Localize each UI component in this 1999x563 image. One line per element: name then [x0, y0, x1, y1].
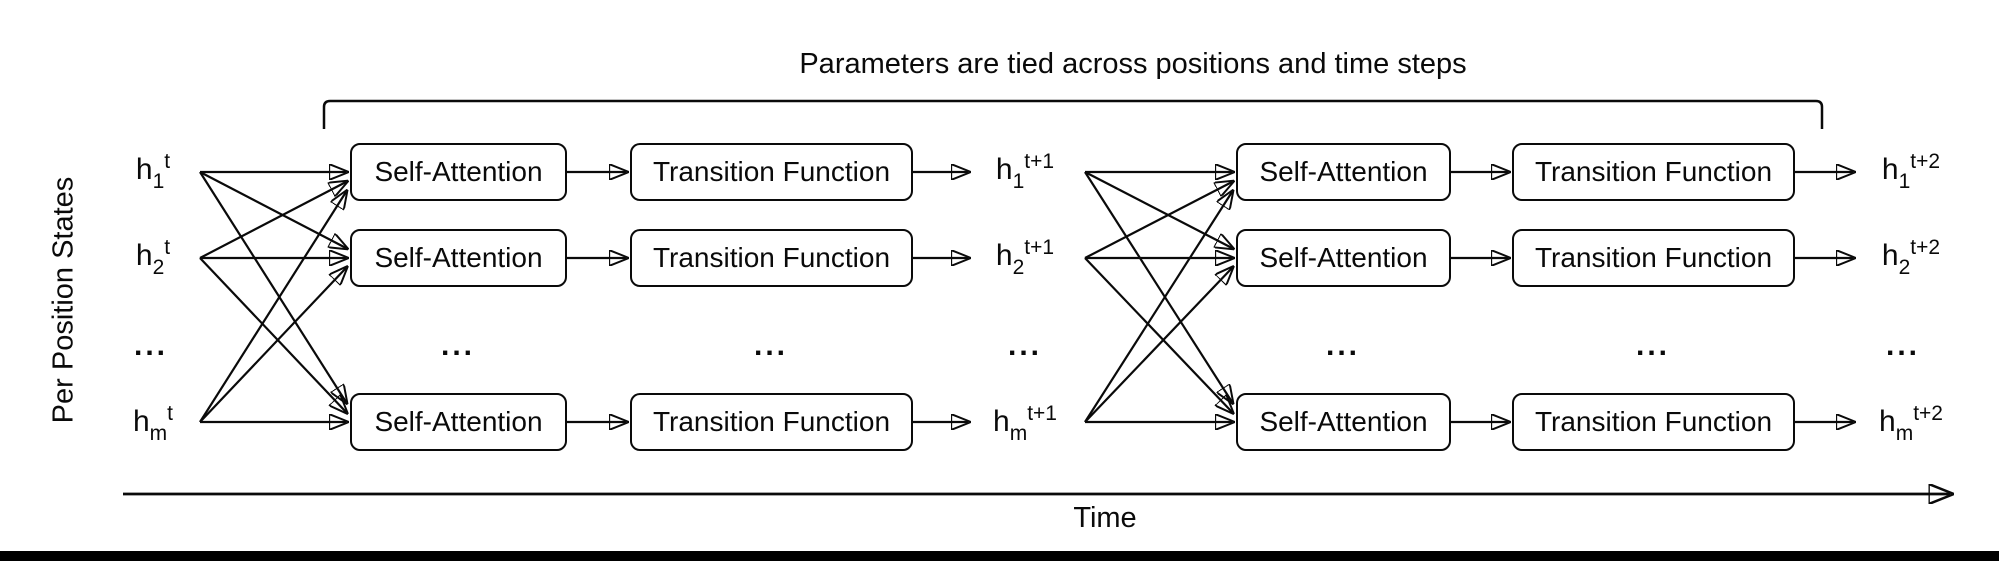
state-label-hm-t1: hmt+1: [993, 402, 1057, 445]
ellipsis-states-t2: ...: [1885, 329, 1921, 362]
fan-arrows-block2: [1084, 172, 1232, 422]
transition-function-box: Transition Function: [630, 143, 913, 201]
state-label-hm-t2: hmt+2: [1879, 402, 1943, 445]
row-arrows-block1: [567, 172, 968, 422]
state-label-h2-t: h2t: [135, 236, 171, 279]
transition-function-box: Transition Function: [630, 229, 913, 287]
per-position-states-label: Per Position States: [47, 176, 80, 424]
state-label-h1-t: h1t: [135, 150, 171, 193]
fan-arrows-block1: [199, 172, 346, 422]
state-label-h1-t1: h1t+1: [995, 150, 1055, 193]
self-attention-box: Self-Attention: [350, 229, 567, 287]
time-axis-label: Time: [1073, 502, 1137, 534]
self-attention-box: Self-Attention: [1236, 229, 1451, 287]
state-label-h2-t2: h2t+2: [1881, 236, 1941, 279]
self-attention-box: Self-Attention: [1236, 393, 1451, 451]
ellipsis-transition-2: ...: [1635, 329, 1671, 362]
transition-function-box: Transition Function: [1512, 393, 1795, 451]
self-attention-box: Self-Attention: [350, 143, 567, 201]
bottom-edge-bar: [0, 551, 1999, 561]
ellipsis-self-attention-2: ...: [1325, 329, 1361, 362]
diagram-title: Parameters are tied across positions and…: [799, 48, 1467, 80]
ellipsis-states-t: ...: [133, 329, 169, 362]
ellipsis-self-attention-1: ...: [440, 329, 476, 362]
transition-function-box: Transition Function: [1512, 229, 1795, 287]
self-attention-box: Self-Attention: [1236, 143, 1451, 201]
state-label-h2-t1: h2t+1: [995, 236, 1055, 279]
state-label-h1-t2: h1t+2: [1881, 150, 1941, 193]
ellipsis-states-t1: ...: [1007, 329, 1043, 362]
ellipsis-transition-1: ...: [753, 329, 789, 362]
row-arrows-block2: [1451, 172, 1853, 422]
state-label-hm-t: hmt: [132, 402, 174, 445]
self-attention-box: Self-Attention: [350, 393, 567, 451]
transition-function-box: Transition Function: [630, 393, 913, 451]
tied-parameters-bracket: [322, 99, 1824, 129]
transition-function-box: Transition Function: [1512, 143, 1795, 201]
